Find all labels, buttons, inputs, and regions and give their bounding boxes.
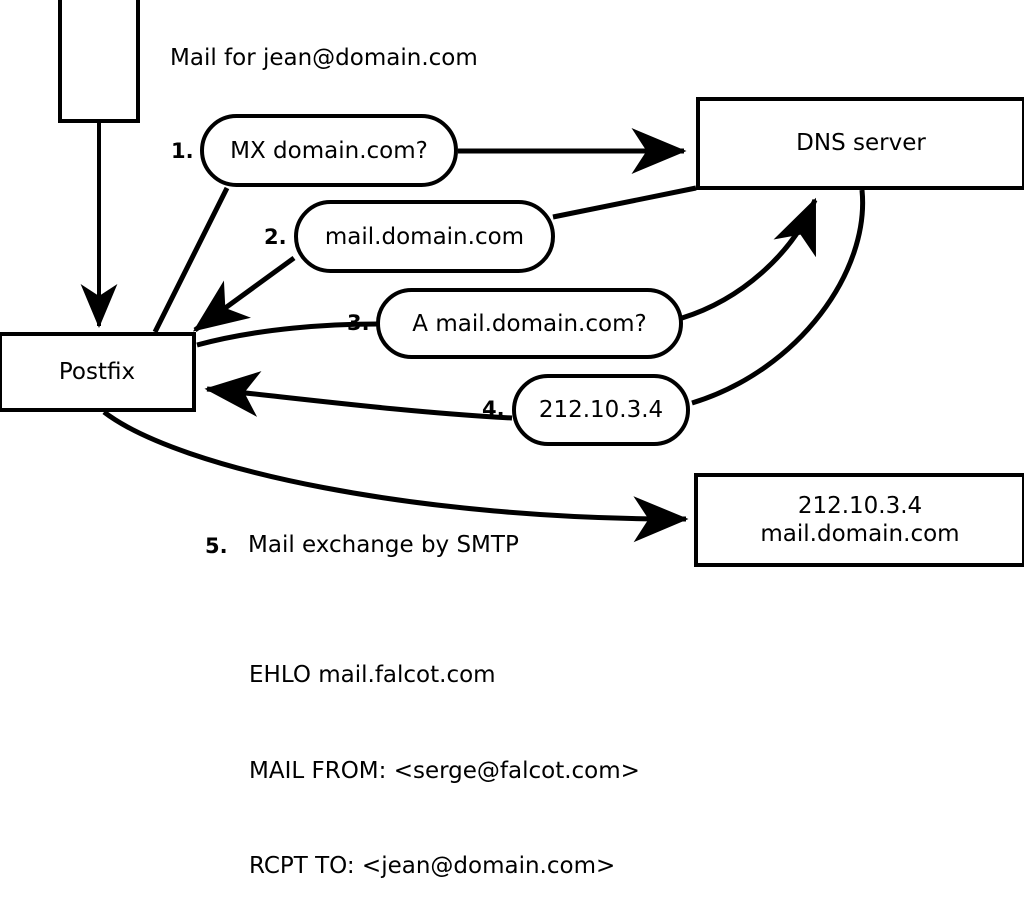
node-remote-ip-label: 212.10.3.4 — [797, 492, 923, 519]
step-1-number: 1. — [171, 139, 194, 163]
arrow-step3-to-dns — [681, 197, 818, 321]
step-2-label: mail.domain.com — [324, 223, 525, 250]
node-postfix[interactable]: Postfix — [0, 332, 196, 412]
mail-for-note: Mail for jean@domain.com — [170, 45, 478, 71]
step-5-label: Mail exchange by SMTP — [248, 532, 519, 558]
node-dns-server-label: DNS server — [796, 130, 926, 157]
step-3-number: 3. — [347, 311, 370, 335]
step-3-label: A mail.domain.com? — [412, 310, 647, 337]
node-mail-client[interactable] — [58, 0, 140, 123]
node-remote-host-label: mail.domain.com — [760, 521, 960, 547]
arrow-postfix-to-step3 — [196, 321, 379, 348]
step-4-bubble[interactable]: 212.10.3.4 — [512, 374, 690, 446]
arrow-step4-to-postfix — [204, 371, 513, 421]
step-4-label: 212.10.3.4 — [538, 397, 664, 423]
arrow-dns-to-step4 — [691, 189, 866, 406]
step-1-bubble[interactable]: MX domain.com? — [200, 114, 458, 187]
arrow-postfix-to-remote — [102, 410, 689, 543]
arrow-dns-to-step2 — [552, 185, 697, 220]
smtp-line: EHLO mail.falcot.com — [249, 662, 496, 689]
smtp-transcript: EHLO mail.falcot.com MAIL FROM: <serge@f… — [249, 597, 640, 919]
arrow-postfix-to-step1 — [152, 186, 230, 334]
node-postfix-label: Postfix — [58, 358, 136, 385]
step-2-bubble[interactable]: mail.domain.com — [294, 200, 555, 273]
smtp-line: MAIL FROM: <serge@falcot.com> — [249, 757, 640, 784]
step-1-label: MX domain.com? — [230, 137, 428, 164]
node-dns-server[interactable]: DNS server — [696, 97, 1024, 190]
step-2-number: 2. — [264, 225, 287, 249]
arrow-step2-to-postfix — [192, 255, 296, 333]
smtp-line: RCPT TO: <jean@domain.com> — [249, 852, 616, 879]
step-5-number: 5. — [205, 534, 228, 558]
step-3-bubble[interactable]: A mail.domain.com? — [376, 288, 683, 359]
step-4-number: 4. — [482, 397, 505, 421]
node-remote-mail-server[interactable]: 212.10.3.4 mail.domain.com — [694, 473, 1024, 567]
